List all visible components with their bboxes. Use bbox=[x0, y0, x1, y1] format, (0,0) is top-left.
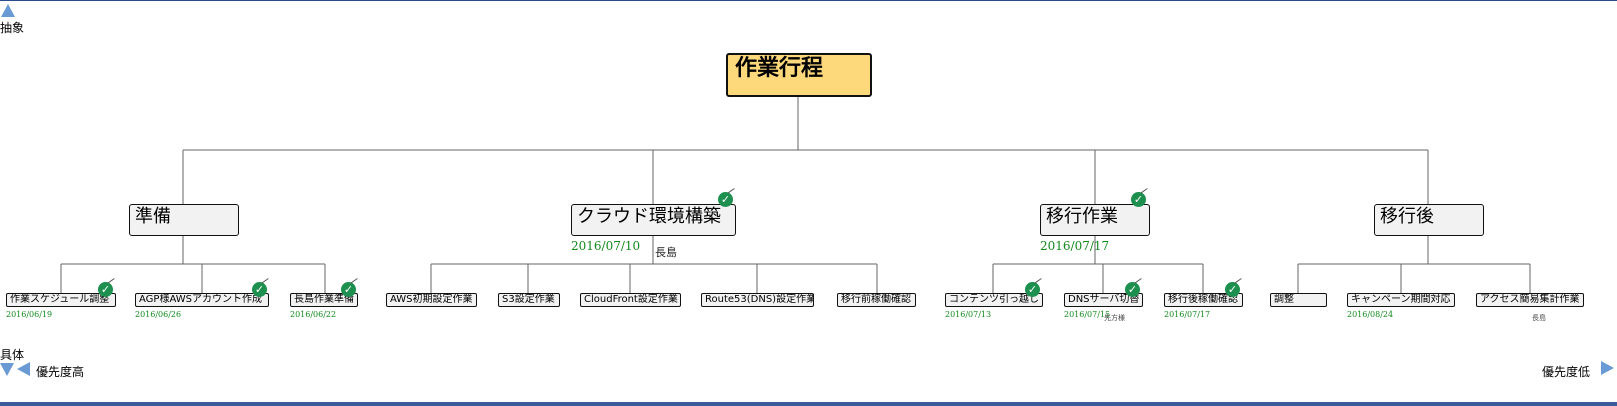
scroll-up-arrow-icon[interactable] bbox=[1, 4, 15, 17]
task-node-cloudfront[interactable]: CloudFront設定作業 bbox=[580, 293, 681, 307]
group-node-migration[interactable]: 移行作業 bbox=[1040, 204, 1150, 236]
task-node-aws-init[interactable]: AWS初期設定作業 bbox=[386, 293, 477, 307]
done-check-icon: ✓ bbox=[718, 192, 733, 207]
done-check-icon: ✓ bbox=[1131, 192, 1146, 207]
task-date: 2016/07/15 bbox=[1064, 310, 1111, 319]
group-person: 長島 bbox=[655, 246, 677, 259]
task-node-pre-migration-check[interactable]: 移行前稼働確認 bbox=[837, 293, 916, 307]
concrete-axis-label: 具体 bbox=[0, 348, 25, 362]
done-check-icon: ✓ bbox=[1025, 282, 1040, 297]
task-node-route53[interactable]: Route53(DNS)設定作業 bbox=[701, 293, 814, 307]
task-date: 2016/07/17 bbox=[1164, 310, 1211, 319]
task-node-content-move[interactable]: コンテンツ引っ越し bbox=[945, 293, 1043, 307]
task-node-campaign[interactable]: キャンペーン期間対応 bbox=[1347, 293, 1455, 307]
done-check-icon: ✓ bbox=[252, 282, 267, 297]
top-frame-line bbox=[0, 0, 1617, 1]
task-date: 2016/06/19 bbox=[6, 310, 53, 319]
task-person: 先方様 bbox=[1104, 314, 1125, 322]
root-node[interactable]: 作業行程 bbox=[726, 53, 872, 97]
task-date: 2016/07/13 bbox=[945, 310, 992, 319]
scroll-right-arrow-icon[interactable] bbox=[1601, 361, 1614, 375]
group-date: 2016/07/10 bbox=[571, 239, 641, 253]
task-date: 2016/08/24 bbox=[1347, 310, 1394, 319]
low-priority-label: 優先度低 bbox=[1542, 365, 1591, 379]
task-node-post-migration-check[interactable]: 移行後稼働確認 bbox=[1164, 293, 1243, 307]
task-node-schedule[interactable]: 作業スケジュール調整 bbox=[6, 293, 116, 307]
task-node-dns-switch[interactable]: DNSサーバ切替 bbox=[1064, 293, 1143, 307]
task-node-s3[interactable]: S3設定作業 bbox=[498, 293, 560, 307]
task-node-nagashima-prep[interactable]: 長島作業準備 bbox=[290, 293, 358, 307]
abstract-axis-label: 抽象 bbox=[0, 21, 25, 35]
group-node-preparation[interactable]: 準備 bbox=[129, 204, 239, 236]
done-check-icon: ✓ bbox=[1225, 282, 1240, 297]
done-check-icon: ✓ bbox=[341, 282, 356, 297]
scroll-down-arrow-icon[interactable] bbox=[0, 363, 14, 376]
group-node-cloud-build[interactable]: クラウド環境構築 bbox=[571, 204, 736, 236]
task-node-adjustment[interactable]: 調整 bbox=[1270, 293, 1327, 307]
task-date: 2016/06/22 bbox=[290, 310, 337, 319]
scroll-left-arrow-icon[interactable] bbox=[17, 362, 30, 376]
group-date: 2016/07/17 bbox=[1040, 239, 1110, 253]
task-node-access-report[interactable]: アクセス簡易集計作業 bbox=[1476, 293, 1584, 307]
task-node-aws-account[interactable]: AGP様AWSアカウント作成 bbox=[135, 293, 269, 307]
group-node-post-migration[interactable]: 移行後 bbox=[1374, 204, 1484, 236]
task-date: 2016/06/26 bbox=[135, 310, 182, 319]
high-priority-label: 優先度高 bbox=[36, 365, 85, 379]
bottom-frame-line bbox=[0, 402, 1617, 406]
done-check-icon: ✓ bbox=[1125, 282, 1140, 297]
task-person: 長島 bbox=[1532, 314, 1546, 322]
done-check-icon: ✓ bbox=[98, 282, 113, 297]
